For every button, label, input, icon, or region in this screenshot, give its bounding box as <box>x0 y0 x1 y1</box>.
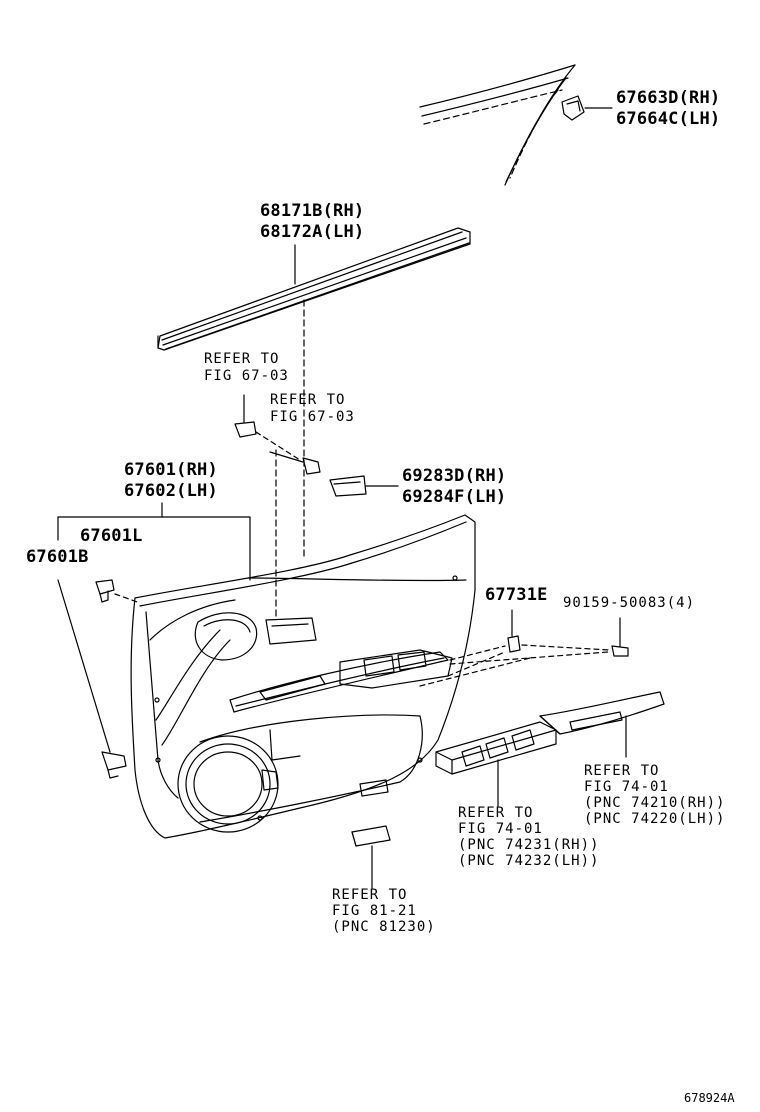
label-68171b: 68171B(RH)68172A(LH) <box>260 201 365 242</box>
clip-67601b-upper <box>95 579 115 603</box>
clip-67731e <box>507 609 521 653</box>
label-67663d: 67663D(RH)67664C(LH) <box>616 88 721 129</box>
label-67601: 67601(RH)67602(LH) <box>124 460 218 501</box>
label-refer-fig-74-01-panel: REFER TO FIG 74-01 (PNC 74210(RH)) (PNC … <box>584 763 726 827</box>
screw-upper <box>269 451 321 475</box>
mirror-corner-cover <box>561 95 585 121</box>
screw-90159 <box>611 617 629 657</box>
belt-moulding <box>157 227 471 351</box>
door-trim-panel <box>130 514 476 839</box>
switch-panel <box>539 691 665 735</box>
label-refer-fig-74-01-switch: REFER TO FIG 74-01 (PNC 74231(RH)) (PNC … <box>458 805 600 869</box>
label-67731e: 67731E <box>485 585 548 605</box>
window-frame-corner <box>419 64 576 186</box>
power-window-switch <box>435 721 557 775</box>
figure-id: 678924A <box>684 1091 735 1105</box>
label-67601l: 67601L <box>80 526 143 546</box>
label-69283d: 69283D(RH)69284F(LH) <box>402 466 507 507</box>
label-refer-fig-81-21: REFER TO FIG 81-21 (PNC 81230) <box>332 887 436 935</box>
label-67601b: 67601B <box>26 547 89 567</box>
switch-base-trim <box>339 649 453 689</box>
label-90159-50083: 90159-50083(4) <box>563 595 696 611</box>
tweeter-cover <box>329 475 367 497</box>
clip-67601b-lower <box>101 751 127 779</box>
clip-upper-left <box>234 394 257 438</box>
courtesy-lamp <box>351 825 391 847</box>
